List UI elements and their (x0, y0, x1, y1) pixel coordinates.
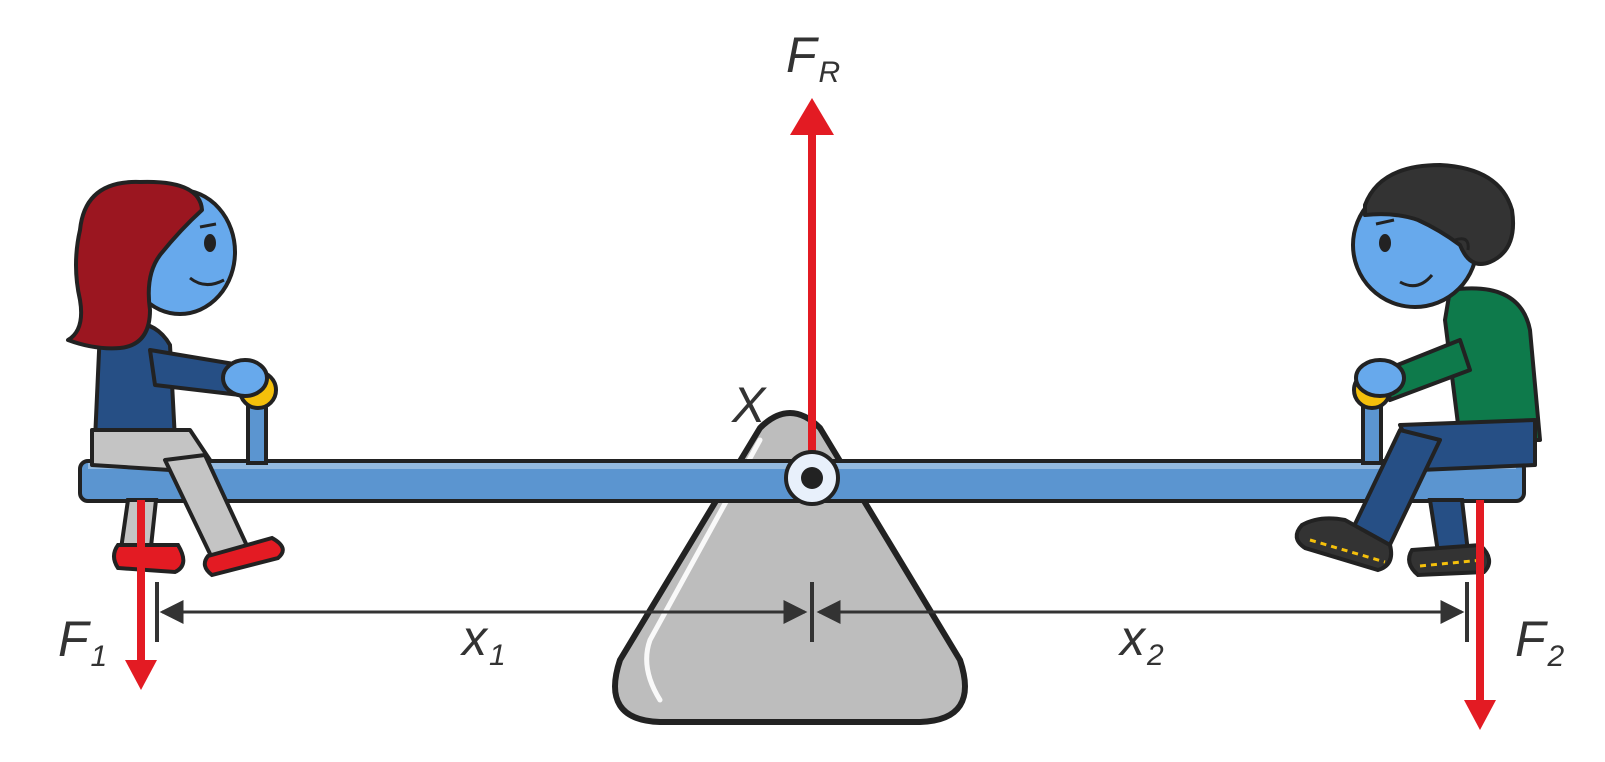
distance-2-label: x2 (1118, 610, 1164, 672)
distance-1-label: x1 (460, 610, 506, 672)
girl-figure (66, 179, 285, 578)
boy-figure (1294, 163, 1542, 578)
force-1-label: F1 (58, 611, 107, 673)
force-2-label: F2 (1515, 611, 1565, 673)
pivot-label: X (731, 377, 767, 433)
reaction-force-arrow (790, 98, 834, 475)
force-1-arrow (125, 500, 157, 690)
reaction-force-label: FR (786, 27, 840, 89)
pivot-bolt (784, 450, 840, 506)
fulcrum (612, 410, 968, 725)
force-2-arrow (1464, 500, 1496, 730)
distance-dimensions (155, 582, 1469, 642)
